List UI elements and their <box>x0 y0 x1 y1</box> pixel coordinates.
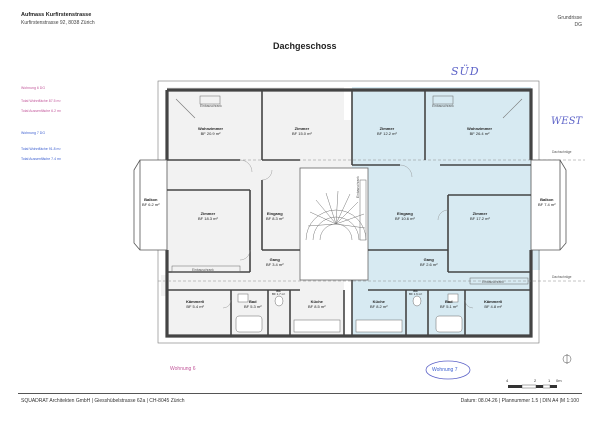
wohnung-6-label: Wohnung 6 <box>170 366 196 372</box>
wohnung-7-label: Wohnung 7 <box>432 367 458 373</box>
label-einbauschrank-right: Einbauschrank <box>482 280 504 284</box>
balkon-left <box>133 159 168 251</box>
level-code: DG <box>574 22 583 28</box>
label-dachschraege-top: Dachschräge <box>552 150 572 154</box>
scale-label-4: 4 <box>506 378 509 383</box>
doc-type: Grundrisse <box>557 15 582 21</box>
label-einbauschrank-top-left: Einbauschrank <box>200 104 222 108</box>
wohnung-7-area <box>352 87 540 336</box>
bath-fixtures <box>235 293 463 333</box>
inner-walls <box>167 90 531 336</box>
legend-w6-wohnflaeche: Total Wohnfläche 87.5 m² <box>21 99 61 103</box>
project-title: Aufmass Kurfirstenstrasse <box>21 12 92 18</box>
footer-divider <box>18 393 582 394</box>
label-einbauschrank-left: Einbauschrank <box>192 268 214 272</box>
handwriting-west: WEST <box>551 116 583 127</box>
legend-w6-name: Wohnung 6 DG <box>21 86 46 90</box>
handwriting-south: SÜD <box>451 65 480 78</box>
legend-w7-wohnflaeche: Total Wohnfläche 91.8 m² <box>21 147 61 151</box>
outer-walls <box>165 88 533 338</box>
door-swings <box>222 159 474 309</box>
footer-plan-info: Datum: 08.04.26 | Plannummer 1.5 | DIN A… <box>460 398 579 404</box>
scale-label-1: 1 <box>548 378 551 383</box>
scale-label-0: 0m <box>556 378 562 383</box>
label-dachschraege-bottom: Dachschräge <box>552 275 572 279</box>
label-einbauschrank-top-right: Einbauschrank <box>432 104 454 108</box>
legend-w7-aussenflaeche: Total Aussenfläche 7.4 m² <box>21 157 62 161</box>
legend-w6-aussenflaeche: Total Aussenfläche 6.2 m² <box>21 109 62 113</box>
footer-company: SQUADRAT Architekten GmbH | Giesshübelst… <box>21 398 185 404</box>
label-einbauschrank-mid: Einbauschrank <box>356 176 360 198</box>
drawing-title: Dachgeschoss <box>273 41 337 51</box>
north-arrow-icon <box>562 354 572 364</box>
legend-w7-name: Wohnung 7 DG <box>21 131 46 135</box>
wohnung-7-marker <box>425 360 471 380</box>
scale-bar: 4 2 1 0m <box>506 378 562 389</box>
spiral-stair <box>305 190 367 241</box>
einbauschraenke <box>171 95 529 285</box>
balkon-right <box>530 159 567 251</box>
project-address: Kurfirstenstrasse 92, 8038 Zürich <box>21 20 95 26</box>
scale-label-2: 2 <box>534 378 537 383</box>
